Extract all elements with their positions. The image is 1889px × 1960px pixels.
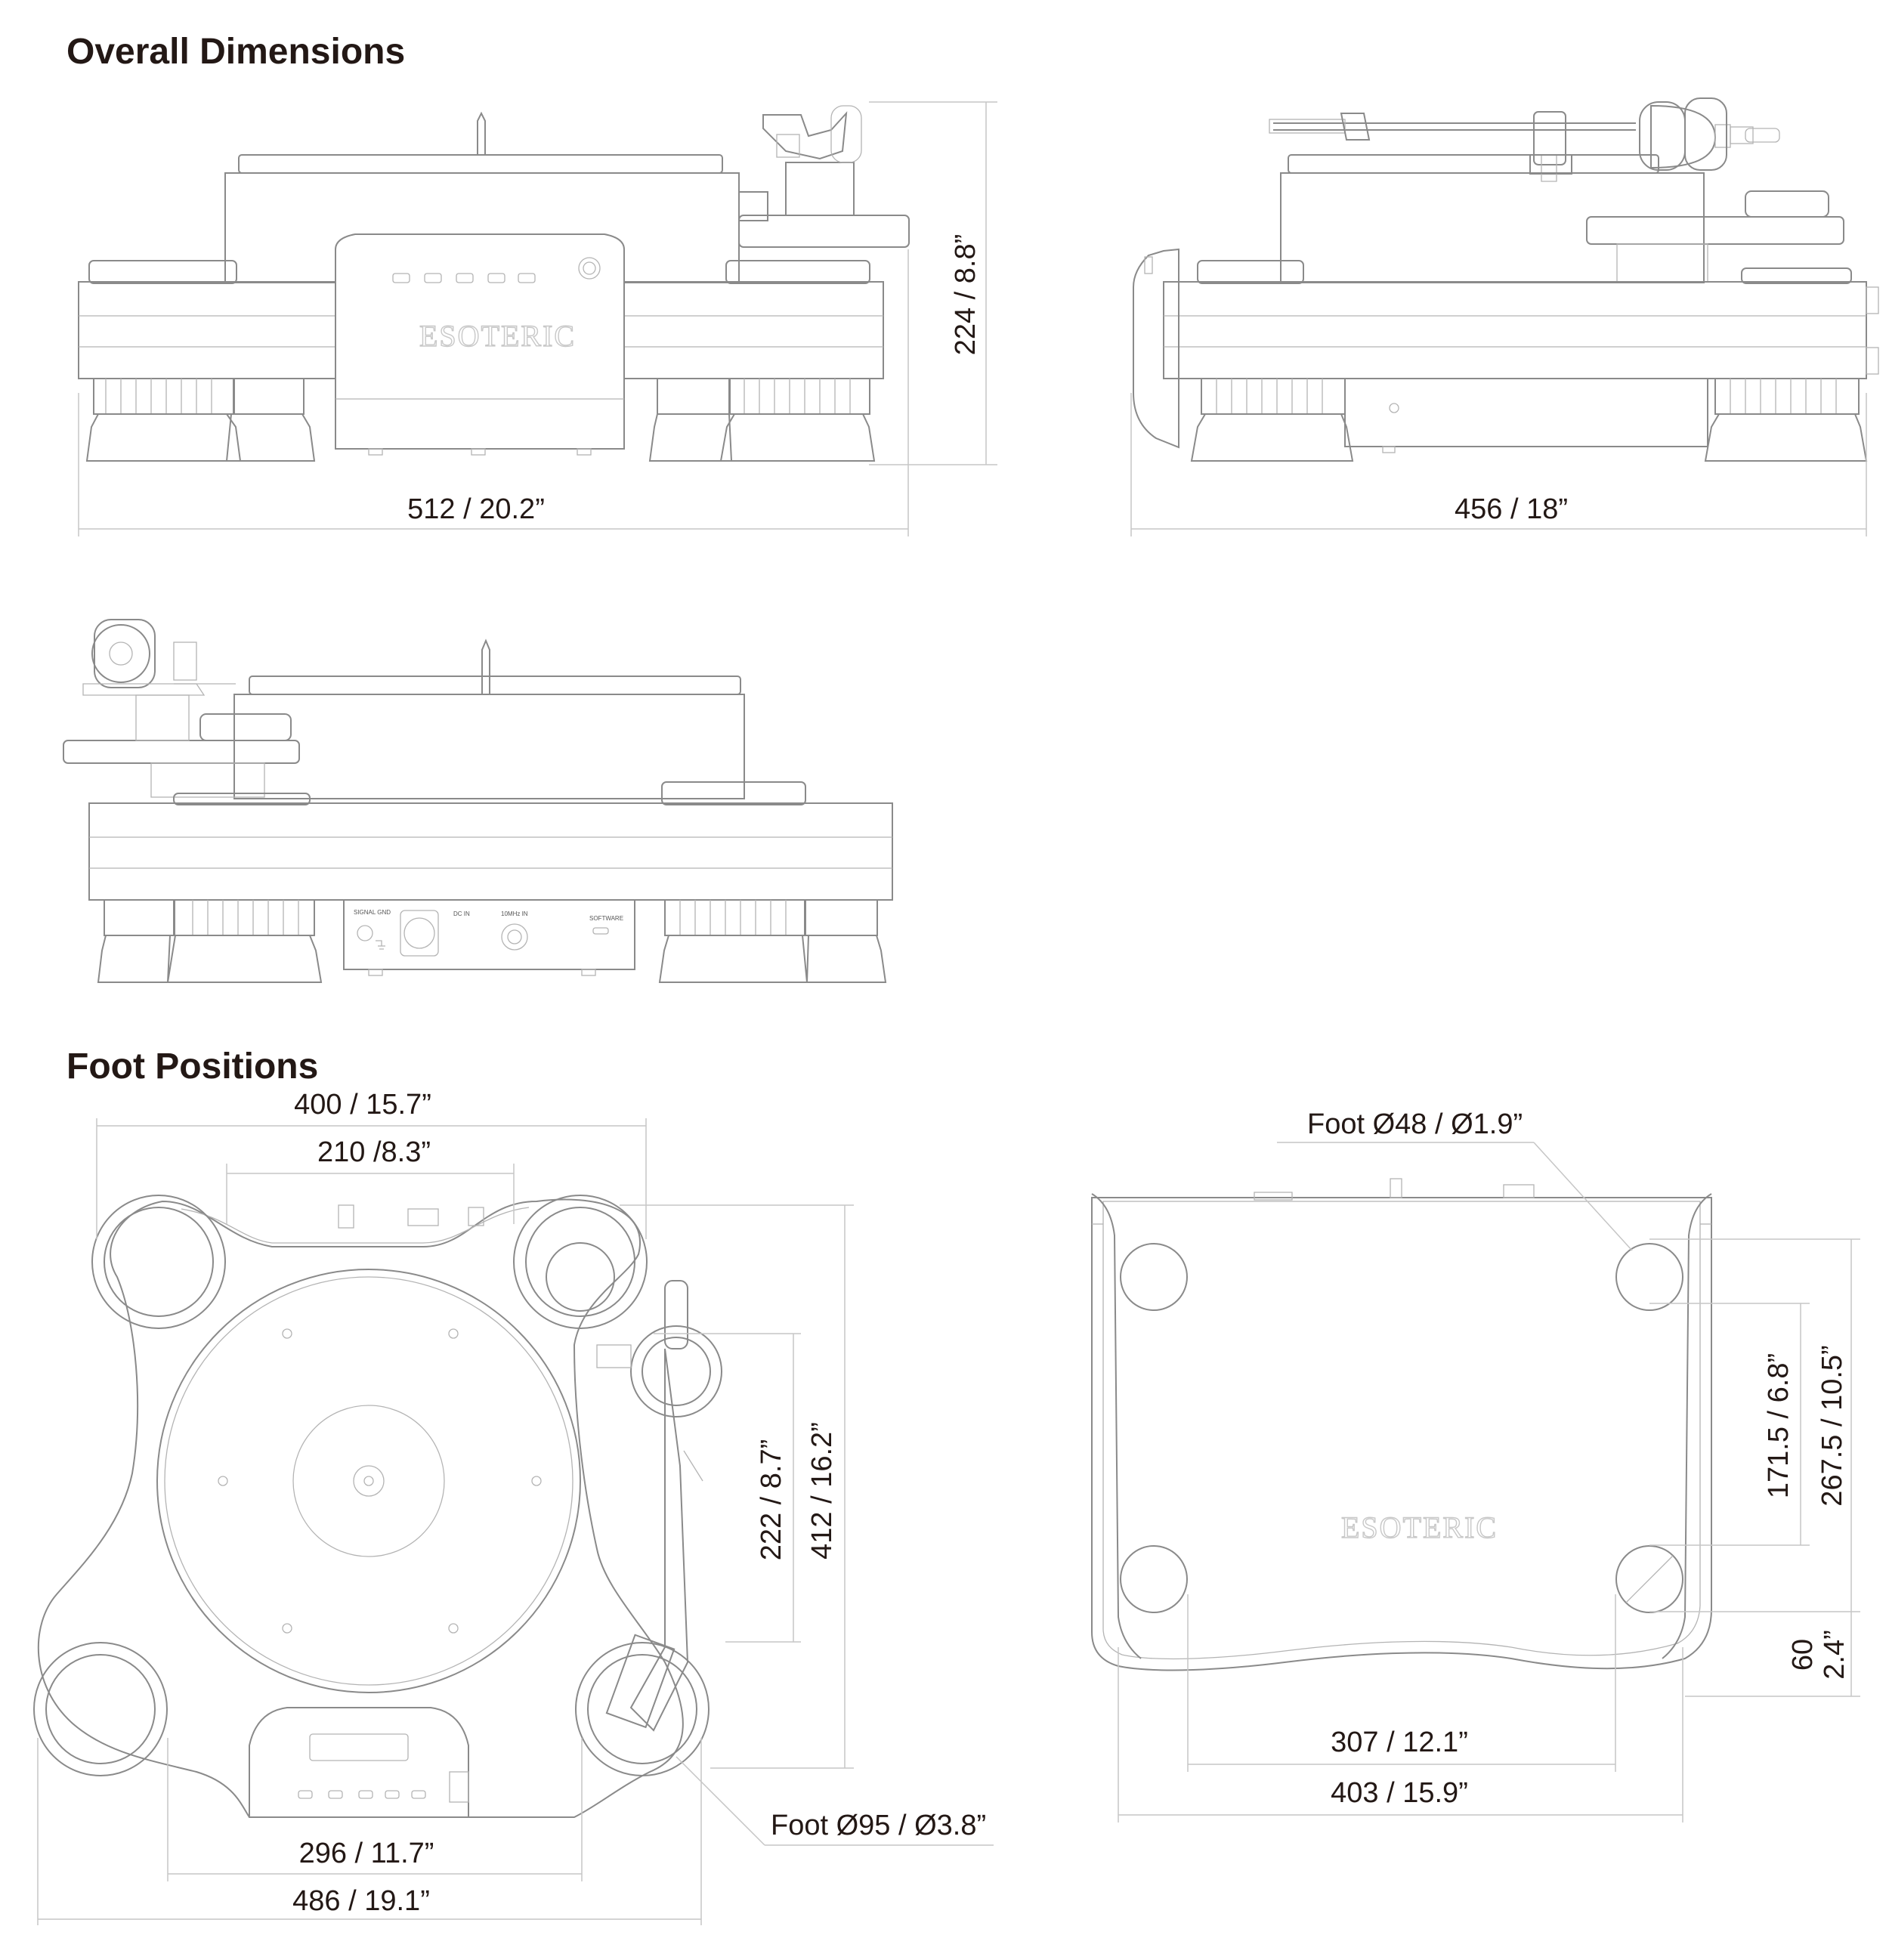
bottom-esoteric-logo: ESOTERIC xyxy=(1341,1510,1498,1544)
software-label: SOFTWARE xyxy=(589,915,623,922)
bottom-60-dimension: 60 2.4” xyxy=(1685,1612,1860,1697)
top-view xyxy=(33,1195,722,1818)
bottom-1715-label: 171.5 / 6.8” xyxy=(1763,1353,1795,1498)
rear-view: SIGNAL GND DC IN 10MHz IN SOFTWARE xyxy=(63,619,893,983)
bottom-foot-label: Foot Ø48 / Ø1.9” xyxy=(1307,1108,1523,1140)
overall-dimensions-heading: Overall Dimensions xyxy=(66,32,405,72)
bottom-307-dimension: 307 / 12.1” xyxy=(1187,1594,1616,1772)
top-210-dimension: 210 /8.3” xyxy=(226,1136,515,1224)
bottom-60-in-label: 2.4” xyxy=(1819,1630,1850,1679)
top-foot-callout: Foot Ø95 / Ø3.8” xyxy=(676,1756,994,1846)
top-222-label: 222 / 8.7” xyxy=(756,1439,787,1561)
bottom-403-dimension: 403 / 15.9” xyxy=(1118,1647,1683,1822)
bottom-60-mm-label: 60 xyxy=(1787,1639,1819,1671)
foot-positions-heading: Foot Positions xyxy=(66,1046,318,1087)
bottom-1715-dimension: 171.5 / 6.8” xyxy=(1649,1303,1810,1546)
top-400-dimension: 400 / 15.7” xyxy=(96,1089,647,1239)
top-412-label: 412 / 16.2” xyxy=(806,1422,838,1560)
front-width-dimension: 512 / 20.2” xyxy=(78,249,909,536)
dc-in-label: DC IN xyxy=(453,910,470,917)
clock-in-label: 10MHz IN xyxy=(501,910,528,917)
top-412-dimension: 412 / 16.2” xyxy=(620,1204,854,1769)
bottom-foot-callout: Foot Ø48 / Ø1.9” xyxy=(1277,1108,1633,1251)
top-296-label: 296 / 11.7” xyxy=(299,1838,434,1869)
side-depth-label: 456 / 18” xyxy=(1455,493,1568,525)
top-296-dimension: 296 / 11.7” xyxy=(167,1738,583,1881)
front-height-label: 224 / 8.8” xyxy=(950,234,982,356)
bottom-2675-label: 267.5 / 10.5” xyxy=(1816,1345,1848,1506)
side-view xyxy=(1133,97,1879,462)
top-400-label: 400 / 15.7” xyxy=(294,1089,431,1121)
top-foot-label: Foot Ø95 / Ø3.8” xyxy=(771,1810,986,1841)
top-486-label: 486 / 19.1” xyxy=(292,1885,430,1917)
side-depth-dimension: 456 / 18” xyxy=(1130,393,1867,536)
front-height-dimension: 224 / 8.8” xyxy=(869,101,997,465)
top-222-dimension: 222 / 8.7” xyxy=(654,1333,801,1643)
top-210-label: 210 /8.3” xyxy=(317,1136,431,1168)
signal-gnd-label: SIGNAL GND xyxy=(354,909,391,916)
front-view: ESOTERIC xyxy=(78,105,910,462)
front-width-label: 512 / 20.2” xyxy=(407,493,545,525)
front-esoteric-logo: ESOTERIC xyxy=(419,319,576,353)
bottom-view: ESOTERIC xyxy=(1091,1178,1712,1671)
bottom-403-label: 403 / 15.9” xyxy=(1331,1777,1468,1809)
top-486-dimension: 486 / 19.1” xyxy=(37,1738,702,1925)
bottom-307-label: 307 / 12.1” xyxy=(1331,1727,1468,1758)
bottom-2675-dimension: 267.5 / 10.5” xyxy=(1649,1238,1860,1612)
